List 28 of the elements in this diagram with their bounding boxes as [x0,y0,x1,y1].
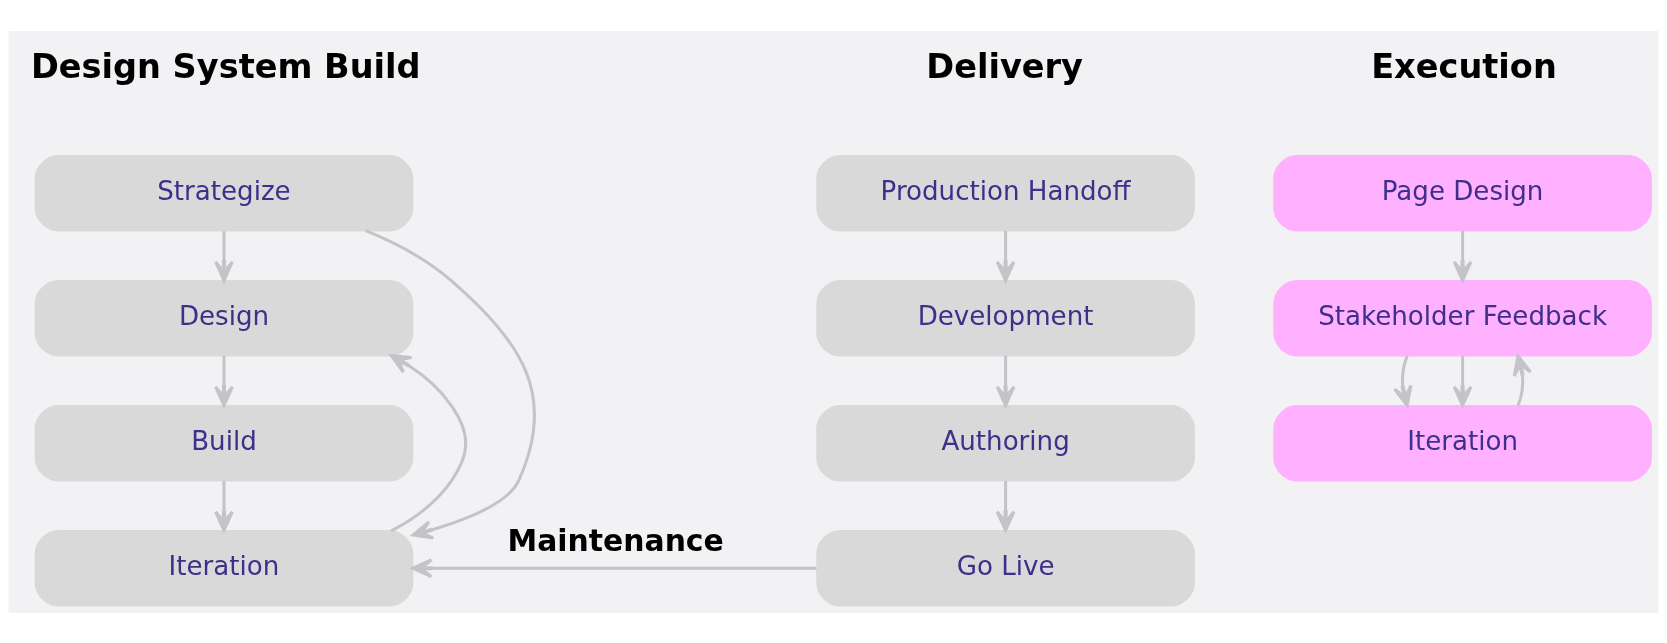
node-box: Stakeholder Feedback [1273,279,1652,356]
label: Delivery [926,46,1084,86]
node-box: Page Design [1273,154,1652,232]
arrow [1393,354,1413,407]
arrow [411,557,817,578]
arrow [365,228,536,540]
arrow [214,230,234,282]
node-box: Development [816,279,1195,356]
node-box: Iteration [1273,404,1652,481]
arrow [214,480,234,532]
node-box: Production Handoff [816,154,1195,232]
arrow [214,355,234,407]
arrow [995,230,1016,282]
edge-label: Maintenance [507,522,724,558]
node-box: Authoring [816,404,1195,481]
arrow [1512,353,1533,406]
node-box: Go Live [816,529,1195,606]
node-box: Design [34,279,414,356]
node-box: Build [34,404,414,481]
arrow [1452,230,1473,282]
arrow [1452,355,1473,407]
label: Execution [1371,46,1557,86]
label: Design System Build [30,46,421,86]
arrow [389,353,468,532]
node-box: Iteration [34,529,414,606]
node-box: Strategize [34,154,414,232]
arrow [995,480,1016,532]
arrow [995,355,1016,407]
